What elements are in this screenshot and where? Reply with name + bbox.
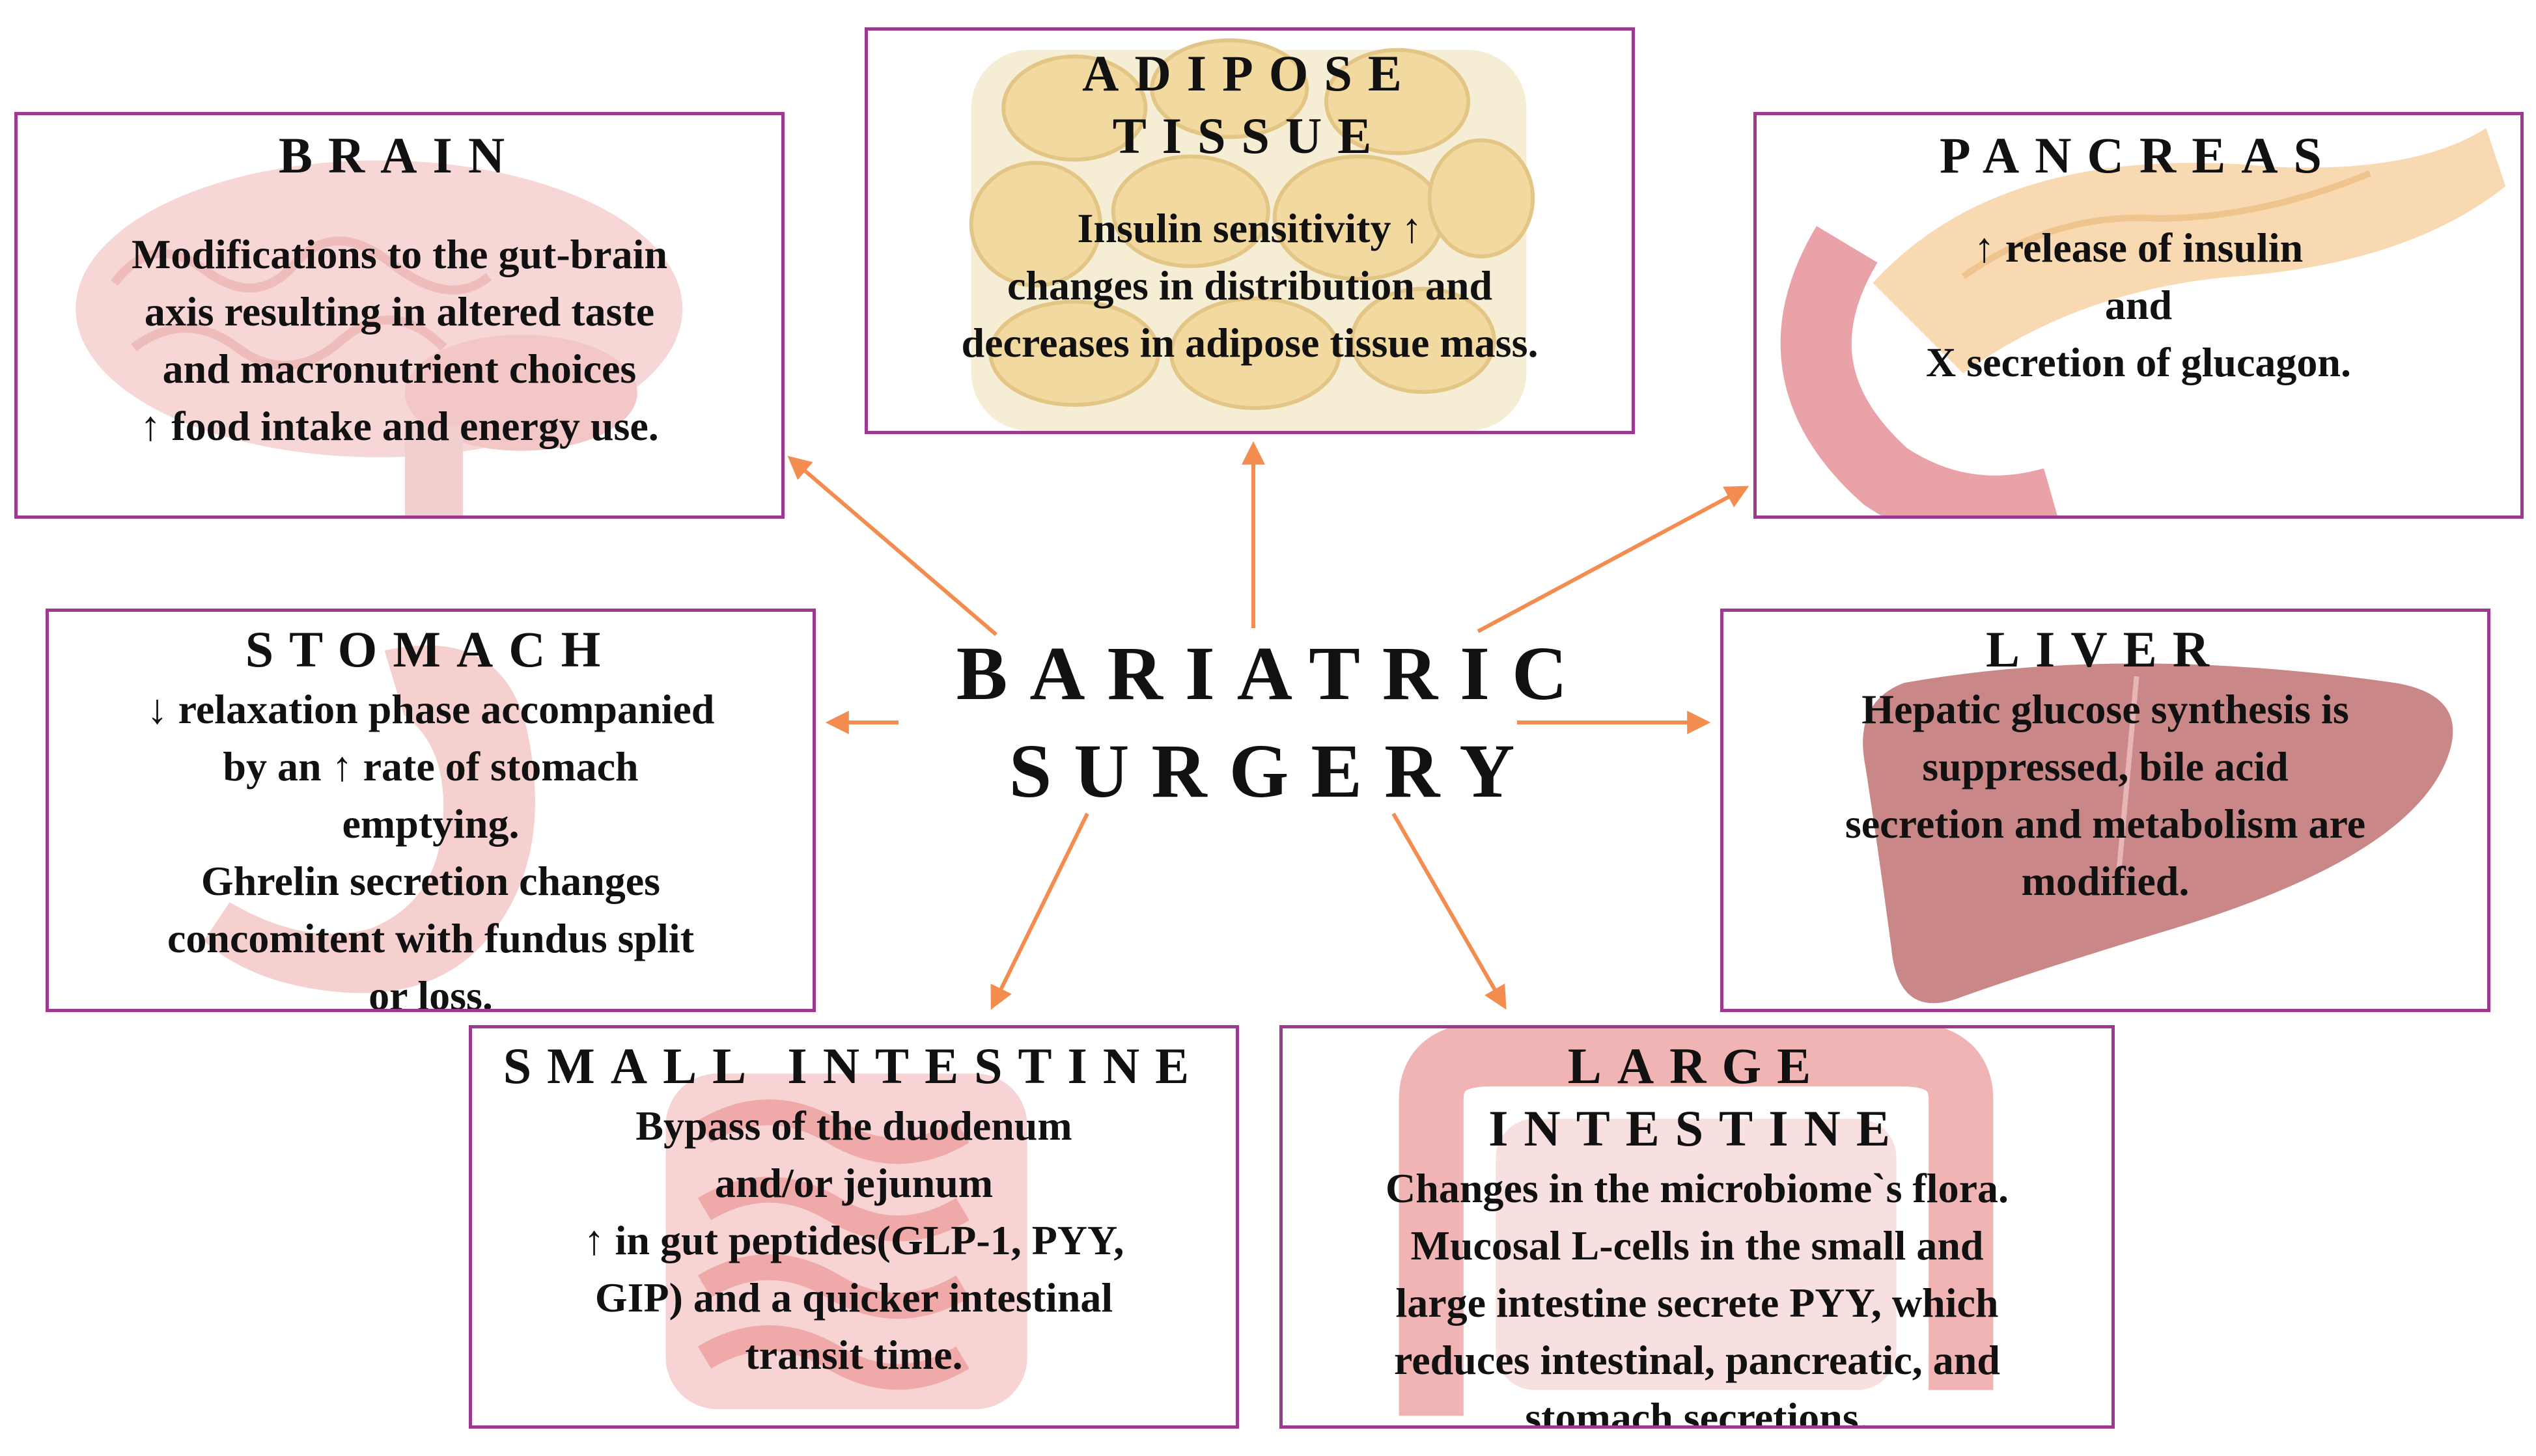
brain-text-line: and macronutrient choices [162,346,637,392]
stomach-text-line: Ghrelin secretion changes [201,858,661,904]
small-intestine-text-line: and/or jejunum [714,1160,994,1206]
brain-title: BRAIN [278,127,521,184]
arrow-to-small-intestine [990,812,1089,1010]
pancreas-illustration [1780,128,2506,515]
adipose-text-line: Insulin sensitivity ↑ [1077,205,1423,251]
adipose-tissue-box: ADIPOSE TISSUE Insulin sensitivity ↑ cha… [865,27,1635,434]
brain-text-line: Modifications to the gut-brain [131,231,668,277]
arrow-to-pancreas [1477,486,1749,633]
large-intestine-text-line: large intestine secrete PYY, which [1395,1280,1999,1326]
pancreas-title: PANCREAS [1940,127,2337,184]
arrow-to-brain [787,456,997,637]
brain-illustration [76,160,683,515]
pancreas-text-line: ↑ release of insulin [1973,225,2304,271]
stomach-text-line: by an ↑ rate of stomach [223,743,639,790]
adipose-text-line: changes in distribution and [1007,262,1493,309]
liver-text-line: Hepatic glucose synthesis is [1861,686,2349,732]
brain-text-line: ↑ food intake and energy use. [140,403,659,449]
pancreas-text-line: X secretion of glucagon. [1926,339,2351,385]
center-label: BARIATRIC SURGERY [925,625,1621,820]
small-intestine-text-line: transit time. [745,1332,963,1378]
center-title-line2: SURGERY [1009,728,1537,814]
stomach-text-line: concomitent with fundus split [167,915,694,961]
stomach-title: STOMACH [245,621,617,678]
large-intestine-illustration [1399,1028,1994,1416]
pancreas-box: PANCREAS ↑ release of insulin and X secr… [1753,112,2524,519]
small-intestine-text-line: ↑ in gut peptides(GLP-1, PYY, [583,1217,1124,1263]
small-intestine-text-line: GIP) and a quicker intestinal [594,1274,1113,1321]
stomach-text-line: or loss. [369,972,493,1012]
large-intestine-text-line: stomach secretions. [1525,1394,1869,1429]
adipose-text-line: decreases in adipose tissue mass. [961,320,1539,366]
stomach-illustration [203,645,535,993]
brain-box: BRAIN Modifications to the gut-brain axi… [14,112,785,519]
adipose-title-line1: ADIPOSE [1082,45,1417,102]
large-intestine-title-line1: LARGE [1567,1037,1827,1094]
liver-text-line: secretion and metabolism are [1845,801,2366,847]
large-intestine-title-line2: INTESTINE [1488,1100,1906,1157]
liver-text-line: modified. [2021,858,2190,904]
large-intestine-text-line: reduces intestinal, pancreatic, and [1394,1337,2000,1383]
arrow-to-large-intestine [1391,812,1507,1010]
large-intestine-text-line: Changes in the microbiome`s flora. [1386,1165,2009,1211]
liver-text-line: suppressed, bile acid [1922,743,2289,790]
center-title-line1: BARIATRIC [956,631,1590,716]
small-intestine-box: SMALL INTESTINE Bypass of the duodenum a… [469,1025,1239,1429]
small-intestine-text-line: Bypass of the duodenum [635,1103,1072,1149]
large-intestine-box: LARGE INTESTINE Changes in the microbiom… [1279,1025,2115,1429]
brain-text-line: axis resulting in altered taste [144,288,655,335]
liver-box: LIVER Hepatic glucose synthesis is suppr… [1720,609,2490,1012]
stomach-text-line: ↓ relaxation phase accompanied [146,686,715,732]
small-intestine-illustration [665,1073,1027,1410]
small-intestine-title: SMALL INTESTINE [503,1037,1205,1094]
adipose-cells-illustration [969,38,1535,431]
adipose-title-line2: TISSUE [1112,107,1387,164]
stomach-box: STOMACH ↓ relaxation phase accompanied b… [46,609,816,1012]
liver-title: LIVER [1985,621,2225,678]
stomach-text-line: emptying. [342,801,520,847]
pancreas-text-line: and [2104,282,2173,328]
liver-illustration [1863,663,2453,1004]
large-intestine-text-line: Mucosal L-cells in the small and [1410,1222,1984,1269]
